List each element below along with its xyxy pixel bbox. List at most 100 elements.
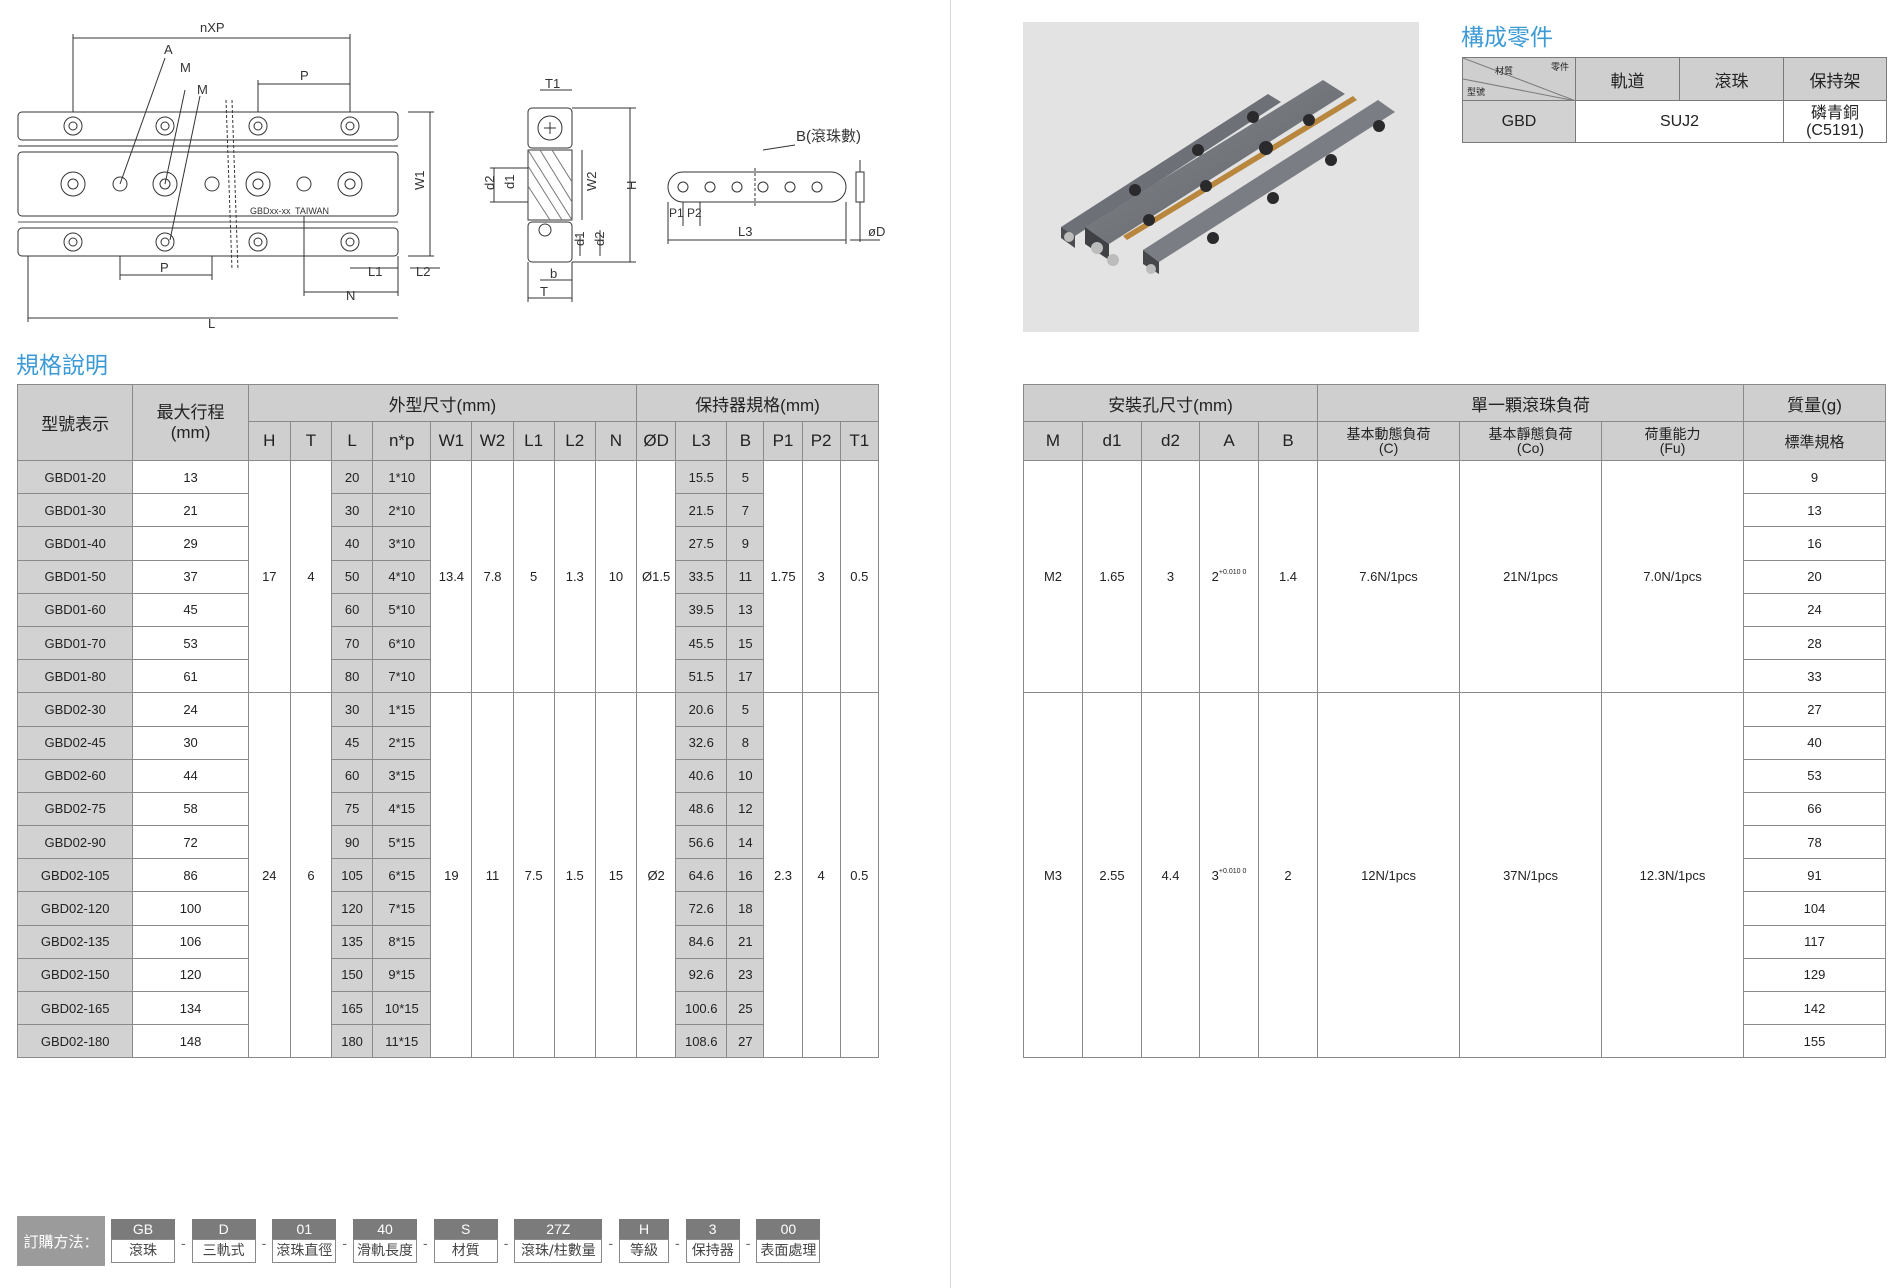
mount-col-d1: d1 <box>1082 421 1142 461</box>
mount-cell-mass: 66 <box>1743 791 1887 827</box>
spec-cell: 150 <box>331 957 374 993</box>
spec-cell: 108.6 <box>675 1024 728 1059</box>
spec-cell: 1*10 <box>372 459 432 495</box>
spec-cell: 40.6 <box>675 758 728 793</box>
order-label: 訂購方法： <box>17 1216 105 1266</box>
spec-cell: 13 <box>726 592 765 627</box>
spec-col-13: P2 <box>801 421 841 461</box>
spec-cell: 7 <box>726 493 765 528</box>
spec-cell: GBD02-135 <box>16 924 134 959</box>
spec-cell: 3*10 <box>372 526 432 561</box>
order-desc: 滾珠 <box>111 1239 175 1263</box>
mount-header-hole: 安裝孔尺寸(mm) <box>1022 384 1319 422</box>
order-code: GB <box>111 1219 175 1239</box>
spec-cell: GBD01-60 <box>16 592 134 627</box>
spec-col-5: W2 <box>471 421 514 461</box>
mount-cell-co: 37N/1pcs <box>1459 692 1603 1059</box>
mount-row: 28 <box>1024 625 1887 661</box>
spec-header-cage: 保持器規格(mm) <box>636 384 879 422</box>
mount-cell-a: 2+0.010 0 <box>1199 459 1259 694</box>
dim-d2: d2 <box>482 176 497 190</box>
spec-col-1: T <box>289 421 333 461</box>
spec-cell: 27.5 <box>675 526 728 561</box>
dim-l2: L2 <box>416 264 430 279</box>
mount-cell-d2: 3 <box>1141 459 1200 694</box>
spec-cell: GBD01-50 <box>16 559 134 594</box>
mount-cell-a: 3+0.010 0 <box>1199 692 1259 1059</box>
spec-cell: 86 <box>132 858 249 893</box>
mount-row: 129 <box>1024 957 1887 993</box>
mount-cell-mass: 78 <box>1743 825 1887 860</box>
spec-cell: GBD02-30 <box>16 692 134 727</box>
spec-cell: 6*10 <box>372 625 432 661</box>
order-separator: - <box>608 1235 614 1251</box>
spec-cell: 106 <box>132 924 249 959</box>
spec-cell: 11 <box>726 559 765 594</box>
spec-cell: 45 <box>331 725 374 760</box>
spec-cell: 15 <box>594 692 638 1059</box>
spec-cell: 135 <box>331 924 374 959</box>
mount-cell-mass: 117 <box>1743 924 1887 959</box>
page-divider <box>950 0 951 1288</box>
corner-model: 型號 <box>1467 87 1486 97</box>
spec-cell: 7.5 <box>512 692 555 1059</box>
spec-col-9: ØD <box>636 421 677 461</box>
dim-nxp: nXP <box>200 20 225 35</box>
dim-ball-count: B(滾珠數) <box>796 128 861 145</box>
mount-row: 24 <box>1024 592 1887 627</box>
rail-mark: GBDxx-xx <box>250 206 291 216</box>
order-desc: 材質 <box>433 1239 498 1263</box>
spec-col-8: N <box>594 421 638 461</box>
order-separator: - <box>423 1235 428 1251</box>
spec-cell: Ø1.5 <box>636 459 677 694</box>
corner-material: 材質 <box>1495 66 1514 76</box>
parts-corner-cell: 零件 材質 型號 <box>1462 57 1576 101</box>
spec-cell: 9 <box>726 526 765 561</box>
spec-cell: 1.3 <box>553 459 596 694</box>
mount-row: 66 <box>1024 791 1887 827</box>
technical-drawing: nXP A M M P W1 P L1 L2 N L T1 d2 d1 W2 H… <box>17 20 885 330</box>
spec-cell: 64.6 <box>675 858 728 893</box>
mount-row: 16 <box>1024 526 1887 561</box>
order-code: 01 <box>272 1219 337 1239</box>
spec-cell: 14 <box>726 825 765 860</box>
spec-cell: 3 <box>801 459 841 694</box>
spec-cell: GBD02-45 <box>16 725 134 760</box>
corner-part: 零件 <box>1550 62 1569 72</box>
spec-cell: 0.5 <box>839 692 880 1059</box>
dim-m1: M <box>180 60 191 75</box>
spec-cell: 37 <box>132 559 249 594</box>
spec-cell: 29 <box>132 526 249 561</box>
spec-cell: 6 <box>289 692 333 1059</box>
spec-cell: 5*10 <box>372 592 432 627</box>
mount-cell-co: 21N/1pcs <box>1459 459 1603 694</box>
spec-cell: 24 <box>247 692 291 1059</box>
dim-d1-top: d1 <box>502 175 517 189</box>
spec-col-0: H <box>247 421 291 461</box>
spec-cell: GBD01-20 <box>16 459 134 495</box>
mount-row: 155 <box>1024 1024 1887 1059</box>
spec-cell: 45 <box>132 592 249 627</box>
spec-cell: 61 <box>132 659 249 694</box>
parts-cage-material: 磷青銅(C5191) <box>1783 100 1887 143</box>
spec-cell: 84.6 <box>675 924 728 959</box>
spec-cell: 39.5 <box>675 592 728 627</box>
order-code: 27Z <box>514 1219 603 1239</box>
spec-cell: 11*15 <box>372 1024 432 1059</box>
order-separator: - <box>261 1235 267 1251</box>
spec-cell: 30 <box>331 692 374 727</box>
spec-cell: 16 <box>726 858 765 893</box>
mount-col-a: A <box>1199 421 1259 461</box>
spec-cell: 165 <box>331 990 374 1026</box>
mount-cell-mass: 155 <box>1743 1024 1887 1059</box>
mount-cell-mass: 91 <box>1743 858 1887 893</box>
